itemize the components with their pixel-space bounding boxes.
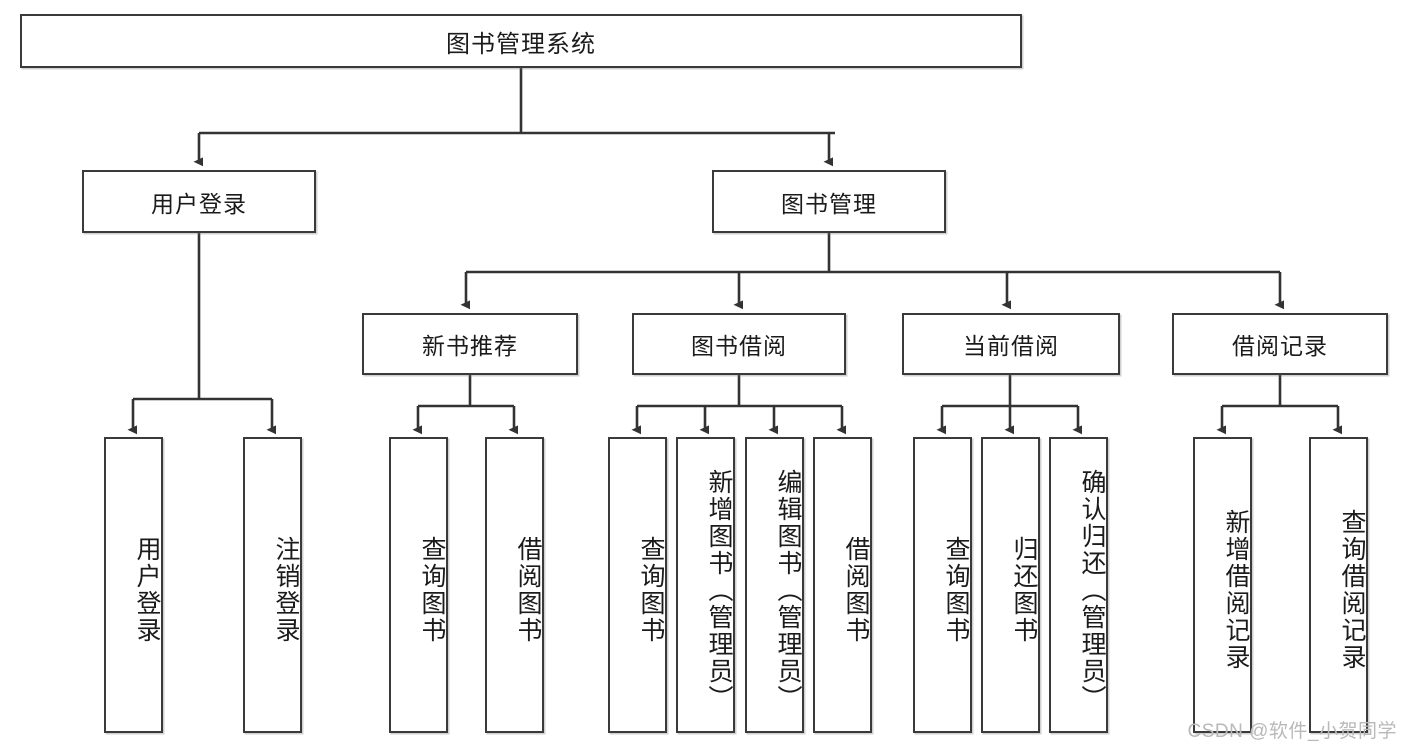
node-label: 借阅图书 [842,536,870,644]
leaf-add-book-admin[interactable]: 新增图书（管理员） [676,437,735,733]
leaf-confirm-return-admin[interactable]: 确认归还（管理员） [1049,437,1108,733]
leaf-edit-book-admin[interactable]: 编辑图书（管理员） [745,437,804,733]
node-book-borrow[interactable]: 图书借阅 [632,313,846,375]
node-label: 查询图书 [418,536,446,644]
node-label: 借阅图书 [514,536,542,644]
node-label: 查询图书 [942,536,970,644]
node-root-system[interactable]: 图书管理系统 [20,14,1022,68]
node-user-login[interactable]: 用户登录 [82,170,316,233]
node-new-book-recommend[interactable]: 新书推荐 [362,313,578,375]
leaf-query-book-current[interactable]: 查询图书 [913,437,972,733]
leaf-add-borrow-record[interactable]: 新增借阅记录 [1193,437,1252,733]
node-label: 新书推荐 [422,333,518,359]
node-label: 归还图书 [1010,536,1038,644]
leaf-return-book[interactable]: 归还图书 [981,437,1040,733]
node-borrow-record[interactable]: 借阅记录 [1172,313,1388,375]
node-label: 编辑图书（管理员） [774,468,802,712]
node-label: 图书管理 [781,190,877,217]
node-label: 用户登录 [133,536,161,644]
node-label: 图书借阅 [691,333,787,359]
node-label: 当前借阅 [963,333,1059,359]
node-label: 新增借阅记录 [1222,509,1250,671]
node-current-borrow[interactable]: 当前借阅 [902,313,1120,375]
node-label: 图书管理系统 [446,30,596,58]
node-label: 注销登录 [272,536,300,644]
node-label: 新增图书（管理员） [705,468,733,712]
node-label: 借阅记录 [1232,333,1328,359]
node-label: 用户登录 [151,190,247,217]
leaf-borrow-book[interactable]: 借阅图书 [813,437,872,733]
node-label: 确认归还（管理员） [1078,468,1106,712]
leaf-query-book-borrow[interactable]: 查询图书 [608,437,667,733]
node-label: 查询图书 [637,536,665,644]
leaf-query-book-recommend[interactable]: 查询图书 [389,437,448,733]
leaf-query-borrow-record[interactable]: 查询借阅记录 [1309,437,1368,733]
leaf-user-login[interactable]: 用户登录 [104,437,163,733]
node-label: 查询借阅记录 [1338,509,1366,671]
leaf-user-logout[interactable]: 注销登录 [243,437,302,733]
leaf-borrow-book-recommend[interactable]: 借阅图书 [485,437,544,733]
node-book-management[interactable]: 图书管理 [712,170,946,233]
watermark: CSDN @软件_小贺同学 [1187,721,1397,742]
